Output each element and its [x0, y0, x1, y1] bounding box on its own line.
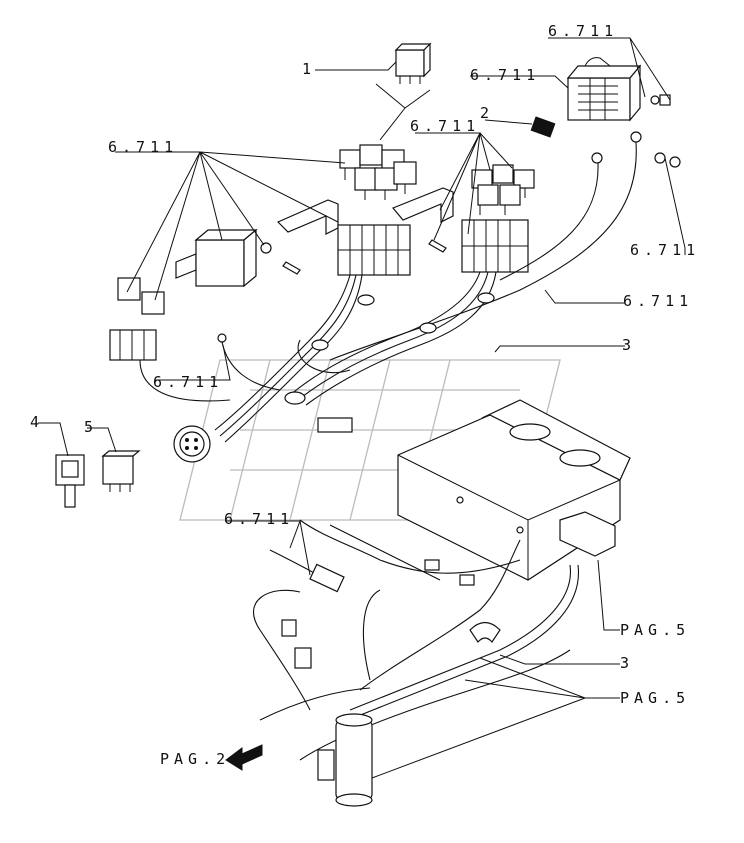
callout-4: 4	[30, 413, 39, 431]
relay-part-5	[101, 450, 141, 492]
ref-6711-center: 6.711	[410, 117, 480, 135]
key-part-4	[55, 454, 85, 508]
ref-6711-left: 6.711	[108, 138, 178, 156]
callout-3-lower: 3	[620, 654, 629, 672]
small-relay-part-2	[530, 116, 556, 138]
fuse-connectors	[337, 219, 529, 276]
ref-6711-harness: 6.711	[623, 292, 693, 310]
ref-6711-module: 6.711	[470, 66, 540, 84]
round-multi-pin-connector	[173, 425, 211, 463]
ref-6711-right-washers: 6.711	[630, 241, 700, 259]
callout-1: 1	[302, 60, 311, 78]
receiver-drier-canister	[317, 713, 373, 807]
callout-3-upper: 3	[622, 336, 631, 354]
ref-6711-ground: 6.711	[153, 373, 223, 391]
ref-6711-module-top: 6.711	[548, 22, 618, 40]
relay-cluster-right	[471, 164, 535, 215]
control-unit-housing	[397, 399, 631, 581]
page-arrow-icon	[225, 744, 263, 771]
lower-wiring	[253, 519, 579, 761]
ref-pag5-upper: PAG.5	[620, 621, 690, 639]
relay-cluster-center	[339, 144, 417, 200]
electronic-module	[566, 57, 671, 122]
ref-pag2: PAG.2	[160, 750, 230, 768]
relay-box-left	[109, 228, 258, 361]
wire-harness	[139, 141, 637, 443]
ref-pag5-lower: PAG.5	[620, 689, 690, 707]
callout-2: 2	[480, 104, 489, 122]
leader-lines	[38, 37, 686, 779]
ref-6711-lower: 6.711	[224, 510, 294, 528]
callout-5: 5	[84, 418, 93, 436]
relay-part-1	[394, 42, 432, 84]
mounting-brackets	[175, 187, 454, 279]
bolts-and-washers	[217, 131, 681, 343]
reference-labels: 6.711 6.711 6.711 6.711 6.711 6.711 6.71…	[108, 22, 700, 768]
callout-labels: 1 2 3 3 4 5	[30, 60, 631, 672]
